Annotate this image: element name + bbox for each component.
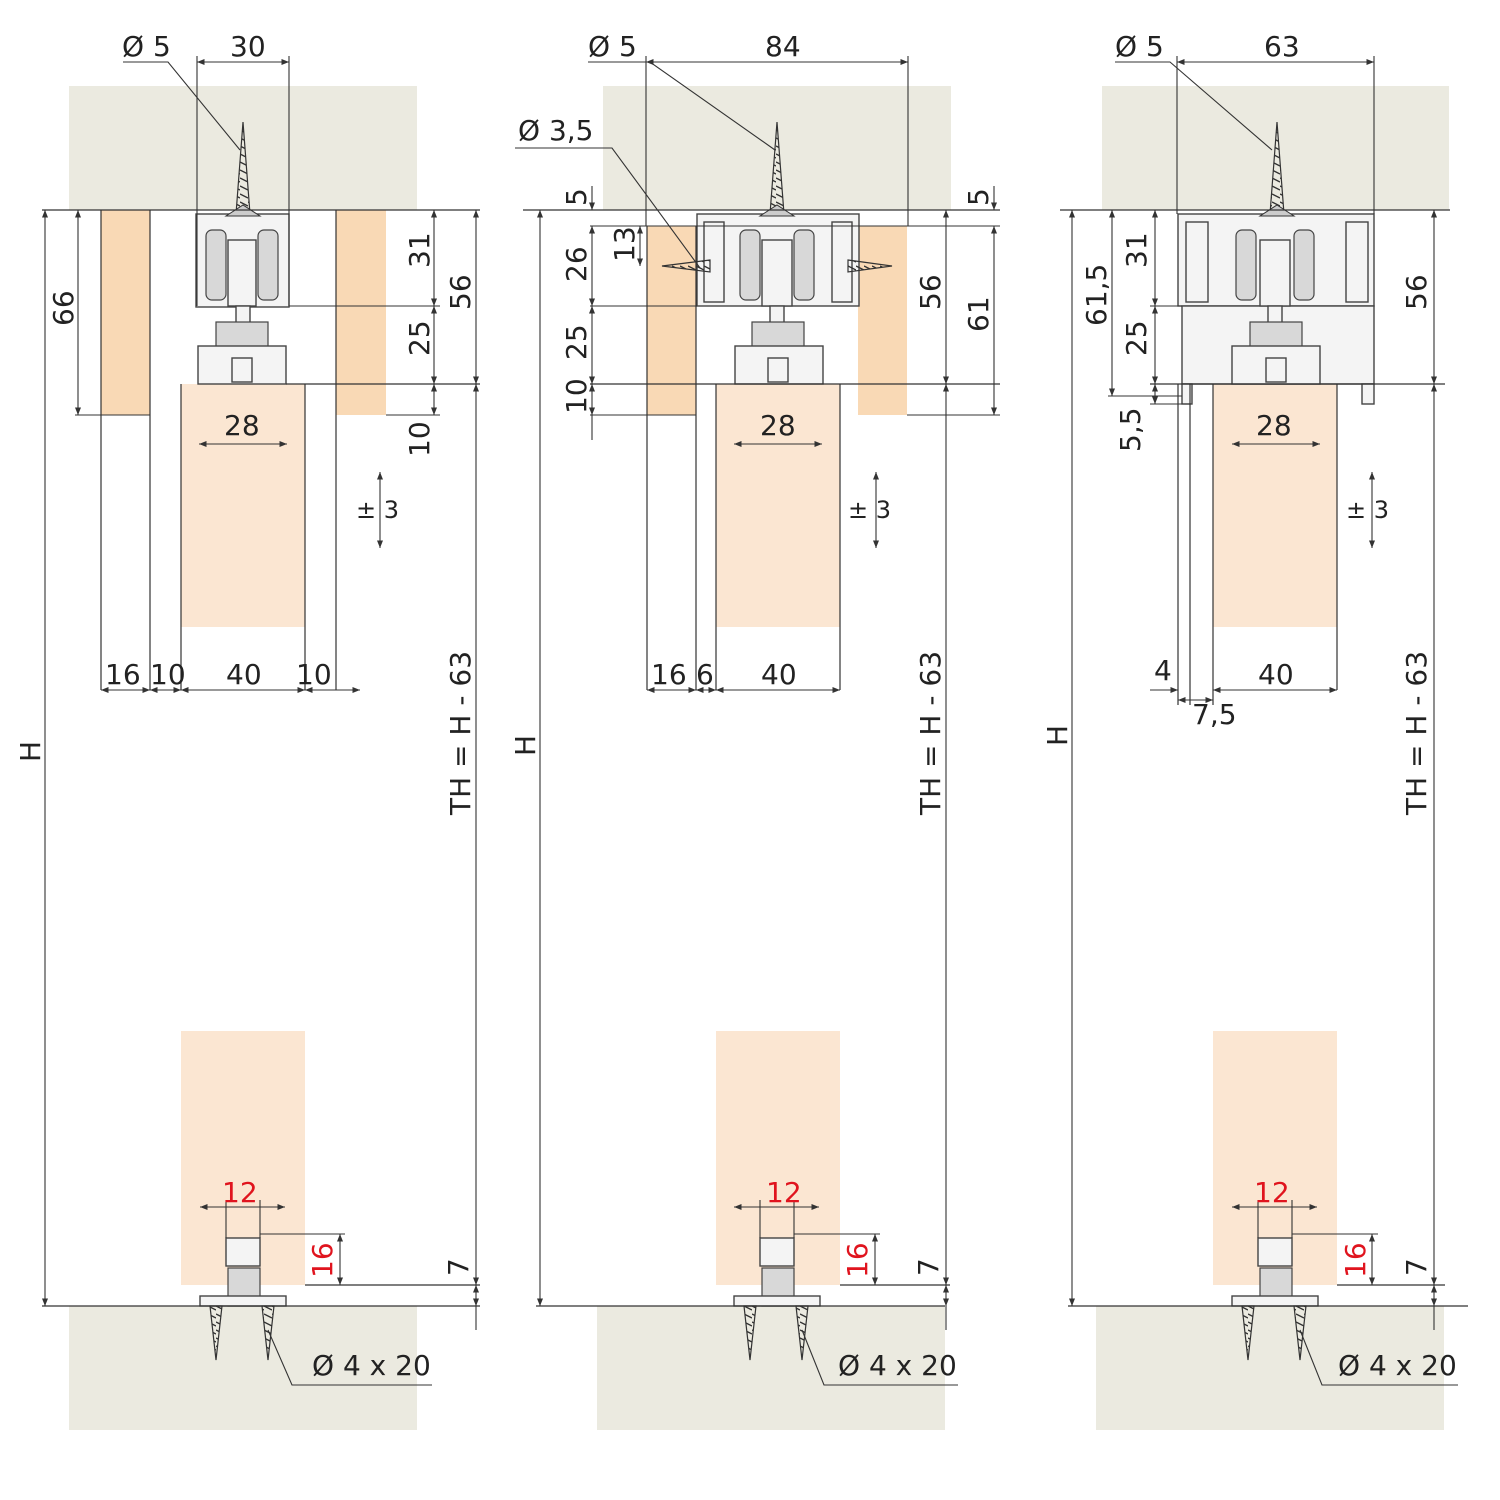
tolerance-label: ± 3 bbox=[356, 496, 399, 524]
floor-gap-label: 7 bbox=[442, 1258, 475, 1276]
floor-screw-label: Ø 4 x 20 bbox=[838, 1349, 957, 1382]
dim-right-31: 31 bbox=[403, 232, 436, 268]
dim-left-10: 10 bbox=[560, 378, 593, 414]
guide-width-label: 12 bbox=[766, 1176, 802, 1209]
dim-left-5: 5 bbox=[560, 188, 593, 206]
side-screw-left bbox=[661, 259, 711, 273]
cover-strip-left bbox=[647, 226, 696, 415]
tolerance-label: ± 3 bbox=[1346, 496, 1389, 524]
tolerance-label: ± 3 bbox=[848, 496, 891, 524]
bottom-dim-4: 4 bbox=[1154, 654, 1172, 687]
floor-guide bbox=[1231, 1237, 1319, 1361]
track-hanger bbox=[195, 213, 290, 385]
width-top-label: 30 bbox=[230, 30, 266, 63]
floor-screw-label: Ø 4 x 20 bbox=[1338, 1349, 1457, 1382]
bottom-dim-7-5: 7,5 bbox=[1192, 698, 1237, 731]
drawing-variant-1: Ø 5 30 66 31 25 56 10 28 ± 3 16 10 40 10… bbox=[14, 30, 480, 1430]
dim-right-56: 56 bbox=[1400, 274, 1433, 310]
cover-strip-right bbox=[858, 226, 907, 415]
dim-left-25: 25 bbox=[1120, 320, 1153, 356]
screw-top-label: Ø 5 bbox=[1115, 30, 1164, 63]
dim-right-5: 5 bbox=[962, 188, 995, 206]
side-screw-label: Ø 3,5 bbox=[518, 114, 593, 147]
floor-block bbox=[1096, 1306, 1444, 1430]
track-height-label: TH = H - 63 bbox=[914, 651, 947, 816]
dim-left-61-5: 61,5 bbox=[1080, 264, 1113, 326]
drawing-variant-3: Ø 5 63 61,5 31 25 5,5 56 28 ± 3 4 40 7,5… bbox=[1041, 30, 1468, 1430]
height-left-label: 66 bbox=[47, 290, 80, 326]
floor-block bbox=[69, 1306, 417, 1430]
bottom-dim-10b: 10 bbox=[296, 658, 332, 691]
track-height-label: TH = H - 63 bbox=[1400, 651, 1433, 816]
door-panel-top bbox=[181, 384, 305, 627]
bottom-dim-16: 16 bbox=[105, 658, 141, 691]
bottom-dim-40: 40 bbox=[1258, 658, 1294, 691]
cover-strip-left bbox=[101, 210, 150, 415]
dim-right-56: 56 bbox=[444, 274, 477, 310]
height-label: H bbox=[1041, 725, 1074, 746]
cover-strip-right bbox=[336, 210, 386, 415]
floor-gap-label: 7 bbox=[1400, 1258, 1433, 1276]
dim-left-31: 31 bbox=[1120, 232, 1153, 268]
bottom-dim-16: 16 bbox=[651, 658, 687, 691]
floor-guide bbox=[733, 1237, 821, 1361]
floor-gap-label: 7 bbox=[912, 1258, 945, 1276]
guide-depth-label: 16 bbox=[1339, 1242, 1372, 1278]
width-top-label: 84 bbox=[765, 30, 801, 63]
width-top-label: 63 bbox=[1264, 30, 1300, 63]
bottom-dim-40: 40 bbox=[761, 658, 797, 691]
guide-depth-label: 16 bbox=[841, 1242, 874, 1278]
guide-depth-label: 16 bbox=[306, 1242, 339, 1278]
side-screw-right bbox=[847, 259, 893, 273]
bottom-dim-10a: 10 bbox=[150, 658, 186, 691]
floor-screw-label: Ø 4 x 20 bbox=[312, 1349, 431, 1382]
dim-right-25: 25 bbox=[403, 320, 436, 356]
height-label: H bbox=[509, 735, 542, 756]
groove-label: 28 bbox=[224, 409, 260, 442]
floor-block bbox=[597, 1306, 945, 1430]
groove-label: 28 bbox=[760, 409, 796, 442]
bottom-dim-40: 40 bbox=[226, 658, 262, 691]
guide-width-label: 12 bbox=[1254, 1176, 1290, 1209]
drawing-variant-2: Ø 5 84 Ø 3,5 5 13 26 25 10 5 56 61 28 ± … bbox=[509, 30, 1000, 1430]
dim-left-26: 26 bbox=[560, 246, 593, 282]
height-label: H bbox=[14, 741, 47, 762]
door-panel-top bbox=[716, 384, 840, 627]
dim-left-5-5: 5,5 bbox=[1114, 407, 1147, 452]
dim-left-13: 13 bbox=[608, 226, 641, 262]
groove-label: 28 bbox=[1256, 409, 1292, 442]
door-panel-top bbox=[1213, 384, 1337, 627]
screw-top-label: Ø 5 bbox=[588, 30, 637, 63]
dim-right-61: 61 bbox=[962, 296, 995, 332]
track-height-label: TH = H - 63 bbox=[444, 651, 477, 816]
bottom-dim-6: 6 bbox=[696, 658, 714, 691]
guide-width-label: 12 bbox=[222, 1176, 258, 1209]
dim-left-25: 25 bbox=[560, 324, 593, 360]
track-profile bbox=[1177, 213, 1375, 405]
track-profile bbox=[696, 213, 860, 385]
dim-right-56: 56 bbox=[914, 274, 947, 310]
screw-top-label: Ø 5 bbox=[122, 30, 171, 63]
dim-right-10: 10 bbox=[403, 421, 436, 457]
